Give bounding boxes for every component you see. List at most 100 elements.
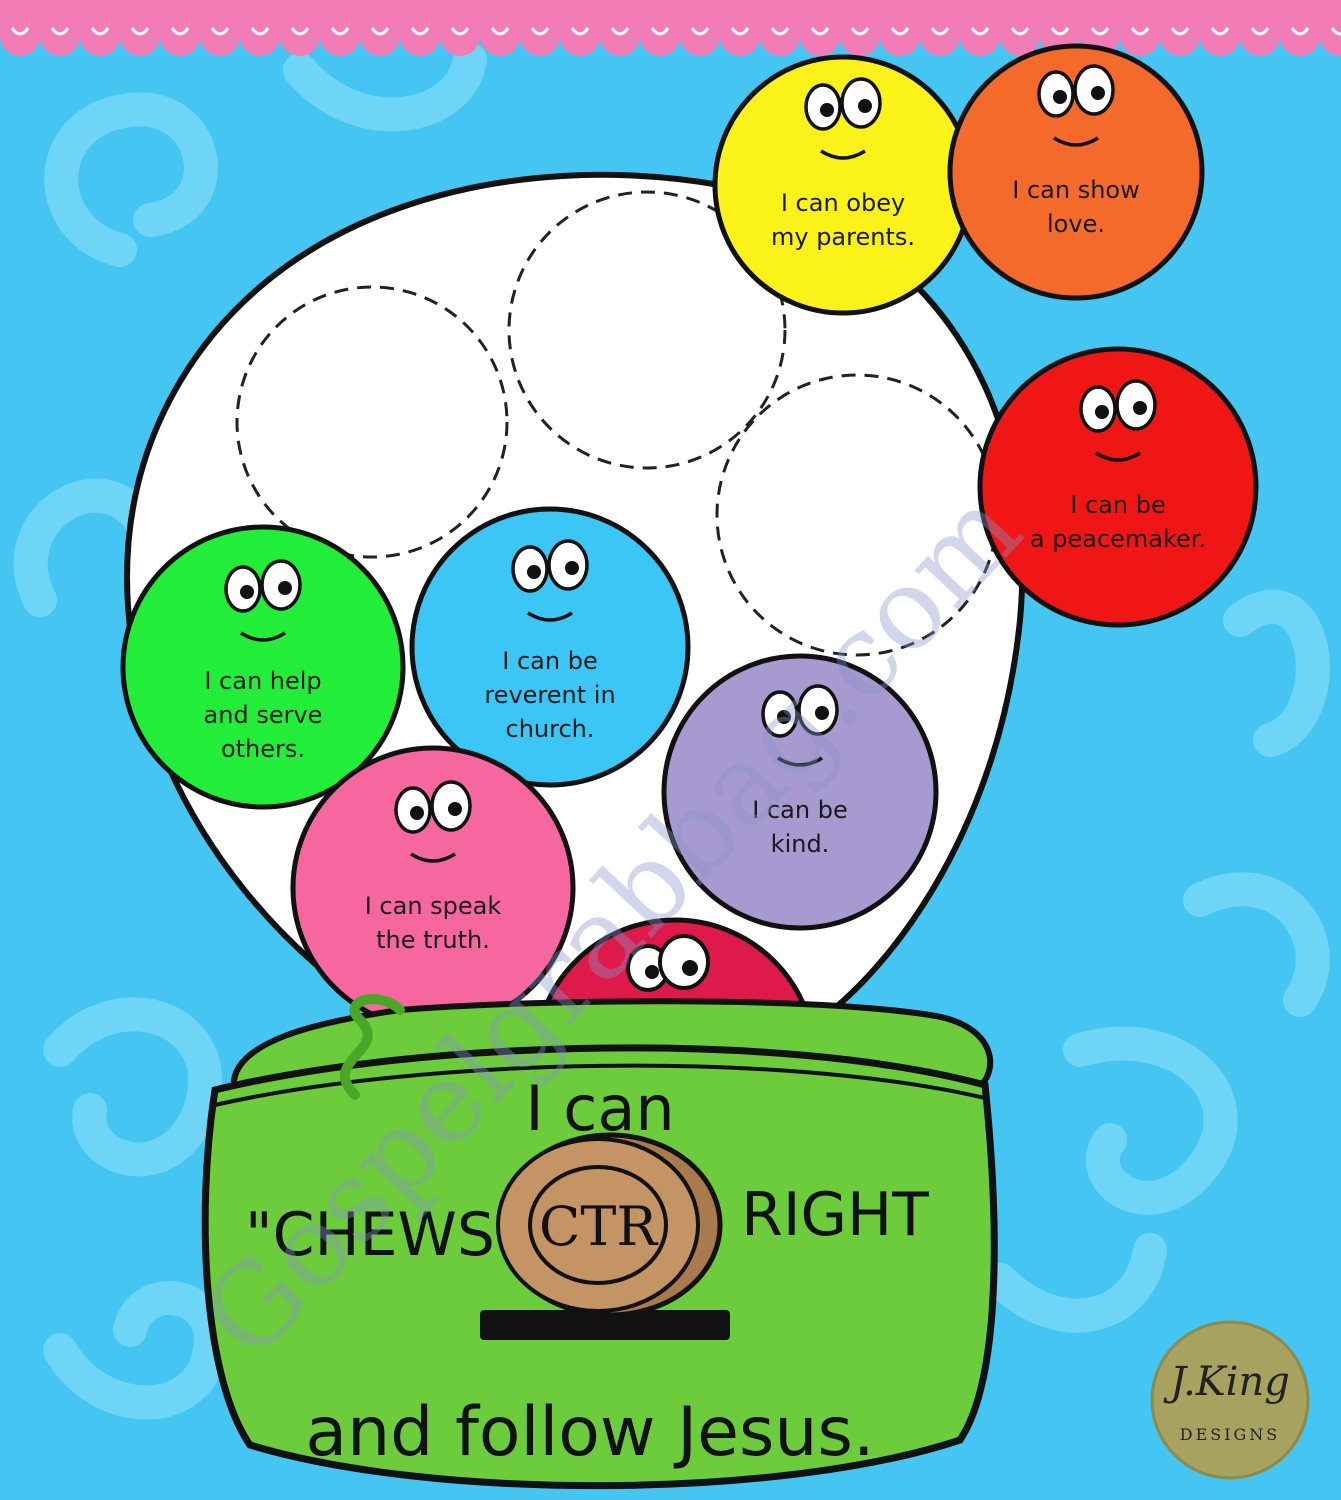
scallop-stitch: [1130, 27, 1150, 36]
scallop-stitch: [890, 27, 910, 36]
scallop-stitch: [1090, 27, 1110, 36]
jking-designs-logo: J.King DESIGNS: [1150, 1320, 1310, 1480]
scallop-stitch: [1210, 27, 1230, 36]
scallop: [880, 16, 920, 56]
scallop-stitch: [410, 27, 430, 36]
scallop: [640, 16, 680, 56]
scallop-stitch: [10, 27, 30, 36]
scallop-stitch: [250, 27, 270, 36]
pupil: [527, 565, 541, 579]
scallop-stitch: [490, 27, 510, 36]
scalloped-border: [0, 0, 1341, 56]
scallop-stitch: [970, 27, 990, 36]
gumballs: I can obey my parents. I can show love. I ca…: [120, 43, 1259, 1031]
pupil: [565, 561, 579, 575]
gumball-text-3: others.: [221, 735, 305, 763]
scallop: [320, 16, 360, 56]
logo-name: J.King: [1163, 1359, 1290, 1405]
scallop: [920, 16, 960, 56]
pupil: [1133, 401, 1147, 415]
gumball-text-2: love.: [1047, 210, 1105, 238]
empty-slot: [235, 285, 509, 559]
gumball-text-1: I can be: [502, 647, 597, 675]
gumball-green: I can help and serve others.: [120, 524, 406, 810]
scallop: [480, 16, 520, 56]
scallop-stitch: [930, 27, 950, 36]
scallop-stitch: [570, 27, 590, 36]
gumball-text-1: I can speak: [365, 892, 502, 920]
gumball-red: I can bea peacemaker.: [977, 346, 1259, 628]
background-swirls: [13, 43, 1330, 1420]
scallop: [1320, 16, 1341, 56]
scallop-stitch: [290, 27, 310, 36]
scallop-stitch: [770, 27, 790, 36]
scallop: [520, 16, 560, 56]
scallop-stitch: [210, 27, 230, 36]
gumball-text-2: my parents.: [771, 223, 915, 251]
pupil: [1091, 86, 1105, 100]
scallop-stitch: [650, 27, 670, 36]
gumball-purple: I can be kind.: [661, 653, 939, 931]
pupil: [278, 581, 292, 595]
scallop-stitch: [450, 27, 470, 36]
scallop-stitch: [610, 27, 630, 36]
scallop: [760, 16, 800, 56]
scallop: [960, 16, 1000, 56]
scallop: [240, 16, 280, 56]
pupil: [820, 103, 834, 117]
gumball-text-1: I can obey: [781, 189, 905, 217]
base-right: RIGHT: [741, 1180, 929, 1250]
scallop-stitch: [810, 27, 830, 36]
gumball-text-2: the truth.: [376, 926, 490, 954]
base-and-follow-jesus: and follow Jesus.: [305, 1393, 874, 1472]
scallop: [400, 16, 440, 56]
scallop-stitch: [850, 27, 870, 36]
pupil: [240, 585, 254, 599]
scallop-stitch: [330, 27, 350, 36]
scallop: [360, 16, 400, 56]
gumball-text-1: I can help: [204, 667, 321, 695]
scallop: [1160, 16, 1200, 56]
pupil: [777, 710, 791, 724]
gumball-text-2: a peacemaker.: [1030, 525, 1206, 553]
scallop: [440, 16, 480, 56]
smile: [527, 611, 573, 622]
pupil: [410, 806, 424, 820]
scallop-stitch: [1290, 27, 1310, 36]
scallop: [840, 16, 880, 56]
pupil: [1095, 405, 1109, 419]
gumball-text-1: I can show: [1012, 176, 1139, 204]
smile: [240, 631, 286, 642]
gumball-text-2: kind.: [771, 830, 830, 858]
scallop-stitch: [170, 27, 190, 36]
scallop: [40, 16, 80, 56]
smile: [410, 852, 456, 863]
scallop-stitch: [1010, 27, 1030, 36]
base-chews: "CHEWS: [245, 1200, 495, 1270]
scallop: [720, 16, 760, 56]
scallop: [1240, 16, 1280, 56]
ctr-coin: CTR: [496, 1132, 723, 1318]
gumball-text-1: I can be: [752, 796, 847, 824]
scallop-stitch: [90, 27, 110, 36]
scallop: [1120, 16, 1160, 56]
scallop-stitch: [1050, 27, 1070, 36]
pupil: [815, 706, 829, 720]
gumball-text-2: and serve: [204, 701, 323, 729]
coin-slot: [480, 1310, 730, 1340]
scallop: [120, 16, 160, 56]
scallop: [280, 16, 320, 56]
scallop-stitch: [370, 27, 390, 36]
smile: [820, 149, 866, 160]
scallop-stitch: [1330, 27, 1341, 36]
empty-slot: [507, 190, 787, 470]
gumball-text-2: reverent in: [484, 681, 615, 709]
scallop: [200, 16, 240, 56]
scallop-stitch: [1250, 27, 1270, 36]
pupil: [448, 802, 462, 816]
scallop-stitch: [50, 27, 70, 36]
scallop: [600, 16, 640, 56]
smile: [1095, 451, 1141, 462]
